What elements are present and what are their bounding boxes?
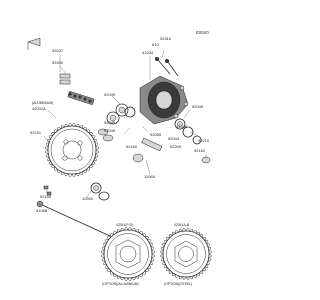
label-41034: 41034 bbox=[142, 50, 154, 55]
drive-chain bbox=[67, 91, 95, 105]
axle-collars bbox=[90, 182, 110, 201]
bearing-stack-left bbox=[106, 103, 136, 125]
option-sprocket-steel bbox=[160, 228, 212, 280]
label-92152: 92152 bbox=[194, 148, 206, 153]
label-92049-a: 92049 bbox=[104, 92, 116, 97]
label-92049-c: 92049 bbox=[192, 104, 204, 109]
sprocket-nuts bbox=[43, 185, 52, 196]
label-option-right-note: (OPTION)(STEEL) bbox=[164, 282, 192, 286]
front-direction-icon bbox=[27, 37, 41, 50]
label-92200: 92200 bbox=[52, 60, 64, 65]
label-option-left-code: 42041(F/G) bbox=[116, 223, 133, 227]
label-92055: 92055 bbox=[150, 132, 162, 137]
page-code-label: E0040 bbox=[196, 30, 209, 35]
distance-collar bbox=[141, 137, 163, 152]
rear-sprocket bbox=[45, 123, 99, 177]
label-aluminium-note: (ALUMINIUM) bbox=[32, 101, 53, 105]
chain-joint-link bbox=[59, 73, 71, 85]
label-option-right-code: 42041A-B bbox=[174, 223, 190, 227]
rear-axle bbox=[36, 200, 111, 237]
label-610: 610 bbox=[152, 42, 159, 47]
label-92043: 92043 bbox=[168, 136, 180, 141]
hub-spacer bbox=[132, 153, 211, 164]
collar bbox=[97, 128, 114, 142]
label-41048: 41048 bbox=[176, 124, 188, 129]
label-41068: 41068 bbox=[36, 208, 48, 213]
label-92037: 92037 bbox=[52, 48, 64, 53]
label-92210: 92210 bbox=[198, 138, 210, 143]
label-92310: 92310 bbox=[160, 36, 172, 41]
sprocket-teeth-outline bbox=[160, 228, 212, 280]
hub-bolts bbox=[154, 56, 179, 77]
label-92049-b: 92049 bbox=[104, 128, 116, 133]
sprocket-teeth-outline bbox=[101, 227, 155, 281]
label-11065-a: 11065 bbox=[82, 196, 94, 201]
bearing-stack-right bbox=[174, 118, 202, 145]
label-11065-b: 11065 bbox=[144, 174, 156, 179]
option-sprocket-aluminium bbox=[101, 227, 155, 281]
label-option-left-note: (OPTION)(ALUMINIUM) bbox=[102, 282, 139, 286]
label-92151: 92151 bbox=[30, 130, 42, 135]
label-92150: 92150 bbox=[40, 194, 52, 199]
label-92200-b: 92200 bbox=[170, 144, 182, 149]
label-42041a: 42041A bbox=[32, 106, 46, 111]
exploded-parts-diagram: E0040 bbox=[27, 30, 212, 286]
leader-lines bbox=[43, 49, 207, 199]
label-92045-a: 92045 bbox=[104, 120, 116, 125]
label-92160: 92160 bbox=[126, 144, 138, 149]
rear-hub bbox=[139, 75, 189, 125]
sprocket-teeth-outline bbox=[45, 123, 99, 177]
